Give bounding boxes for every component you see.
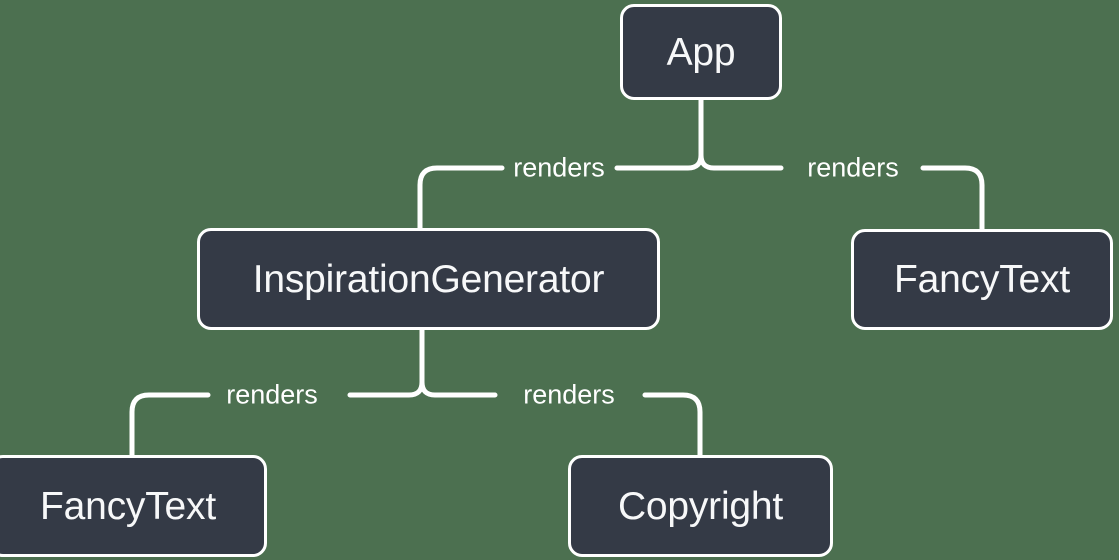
edge-inspirationgenerator-to-copyright-b — [642, 392, 703, 458]
edge-app-to-fancytext-right-a — [698, 152, 784, 171]
edge-inspirationgenerator-to-fancytext-b — [129, 392, 211, 458]
node-fancy-text-bottom[interactable]: FancyText — [0, 455, 267, 557]
edge-app-to-inspirationgenerator-a — [614, 152, 704, 171]
node-copyright-label: Copyright — [617, 484, 784, 528]
edge-label-app-to-fancytext-right: renders — [807, 152, 899, 183]
node-fancy-text-bottom-label: FancyText — [40, 484, 216, 528]
edge-app-to-inspirationgenerator-b — [417, 165, 505, 231]
edge-inspirationgenerator-to-copyright-a — [419, 379, 498, 398]
node-app-label: App — [666, 30, 736, 74]
node-copyright[interactable]: Copyright — [568, 455, 833, 557]
node-inspiration-generator[interactable]: InspirationGenerator — [197, 228, 660, 330]
edge-label-inspirationgenerator-to-copyright: renders — [523, 379, 615, 410]
node-app[interactable]: App — [620, 4, 782, 100]
edge-label-inspirationgenerator-to-fancytext: renders — [226, 379, 318, 410]
edge-label-app-to-inspirationgenerator: renders — [513, 152, 605, 183]
node-inspiration-generator-label: InspirationGenerator — [252, 257, 605, 301]
node-fancy-text-right[interactable]: FancyText — [851, 229, 1113, 330]
edge-app-to-fancytext-right-b — [920, 165, 985, 232]
edge-inspirationgenerator-to-fancytext-a — [347, 379, 425, 398]
node-fancy-text-right-label: FancyText — [894, 258, 1070, 301]
